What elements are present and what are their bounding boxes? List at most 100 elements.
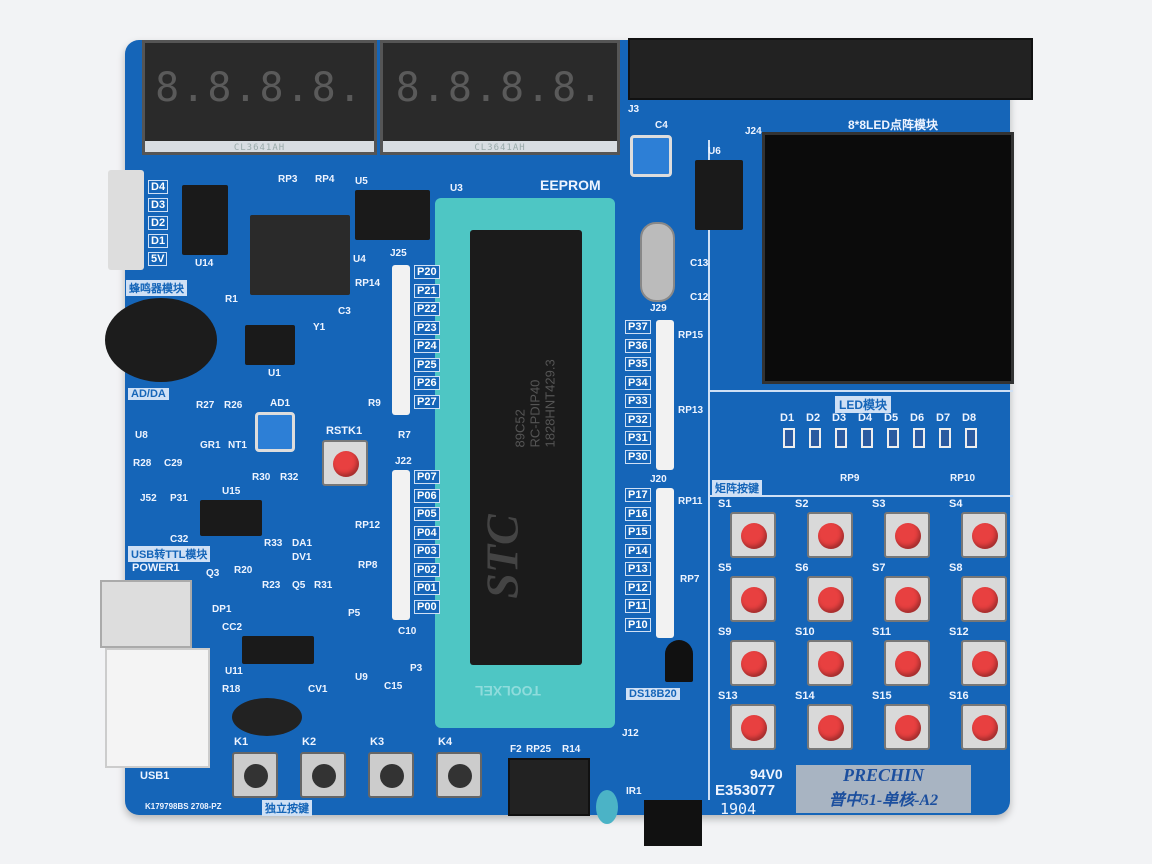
led-d3 [835, 428, 847, 448]
pin-label-p37: P37 [625, 320, 651, 334]
pin-label-p12: P12 [625, 580, 651, 595]
ref-label-cv1: CV1 [308, 684, 328, 695]
key-label: S4 [949, 498, 963, 510]
buzzer [105, 298, 217, 382]
led-label: D2 [806, 412, 821, 424]
divider [708, 495, 1013, 497]
key-s6[interactable] [807, 576, 853, 622]
ref-label-r28: R28 [133, 458, 152, 469]
ref-label-rp7: RP7 [680, 574, 700, 585]
pin-label-p00: P00 [414, 599, 440, 614]
key-s7[interactable] [884, 576, 930, 622]
pin-label-p15: P15 [625, 525, 651, 539]
ref-label-u8: U8 [135, 430, 148, 441]
key-s15[interactable] [884, 704, 930, 750]
key-s5[interactable] [730, 576, 776, 622]
key-s1[interactable] [730, 512, 776, 558]
led-module-label: LED模块 [835, 396, 892, 413]
ref-label-rp25: RP25 [526, 744, 552, 755]
key-s12[interactable] [961, 640, 1007, 686]
bottom-pin-header [508, 758, 590, 816]
led-d8 [965, 428, 977, 448]
pin-label-p31: P31 [625, 431, 651, 445]
ref-label-y1: Y1 [313, 322, 326, 333]
ref-label-rp8: RP8 [358, 560, 378, 571]
pin-header-j22 [392, 470, 410, 620]
pin-label-d2: D2 [148, 216, 169, 230]
potentiometer[interactable] [630, 135, 672, 177]
pin-label-p14: P14 [625, 543, 651, 558]
key-label: S3 [872, 498, 886, 510]
date-code: 1904 [720, 800, 757, 818]
ref-label-u14: U14 [195, 258, 214, 269]
pin-label-p17: P17 [625, 488, 651, 502]
button-k3[interactable] [368, 752, 414, 798]
ref-label-r23: R23 [262, 580, 281, 591]
chip-u6 [695, 160, 743, 230]
key-s14[interactable] [807, 704, 853, 750]
led-d2 [809, 428, 821, 448]
ref-label-q5: Q5 [292, 580, 306, 591]
pin-label-p22: P22 [414, 302, 440, 316]
buzzer-label: 蜂鸣器模块 [126, 280, 187, 296]
button-label: K4 [438, 736, 453, 748]
pin-label-p33: P33 [625, 394, 651, 408]
ref-label-rp9: RP9 [840, 473, 860, 484]
power-label: POWER1 [132, 562, 180, 574]
cert-number: E353077 [715, 782, 776, 799]
key-s10[interactable] [807, 640, 853, 686]
key-s8[interactable] [961, 576, 1007, 622]
key-s9[interactable] [730, 640, 776, 686]
ref-label-u6: U6 [708, 146, 721, 157]
chip-u15 [200, 500, 262, 536]
key-s2[interactable] [807, 512, 853, 558]
left-pin-header [108, 170, 144, 270]
pin-label-p30: P30 [625, 449, 651, 464]
ref-label-r32: R32 [280, 472, 299, 483]
button-label: K2 [302, 736, 317, 748]
ref-label-r7: R7 [398, 430, 411, 441]
button-k1[interactable] [232, 752, 278, 798]
brand-en: PRECHIN [842, 765, 925, 785]
key-label: S8 [949, 562, 963, 574]
ref-label-u3: U3 [450, 183, 463, 194]
ref-label-u9: U9 [355, 672, 368, 683]
ref-label-rp11: RP11 [678, 496, 703, 507]
chip-u1 [245, 325, 295, 365]
ref-label-ir1: IR1 [626, 786, 642, 797]
pin-header-j25 [392, 265, 410, 415]
reset-button[interactable] [322, 440, 368, 486]
ref-label-dp1: DP1 [212, 604, 232, 615]
usb-label: USB1 [140, 770, 170, 782]
key-s3[interactable] [884, 512, 930, 558]
button-k2[interactable] [300, 752, 346, 798]
led-d5 [887, 428, 899, 448]
ref-label-j22: J22 [395, 456, 412, 467]
key-label: S9 [718, 626, 732, 638]
ref-label-u1: U1 [268, 368, 281, 379]
pin-label-p13: P13 [625, 562, 651, 576]
key-s16[interactable] [961, 704, 1007, 750]
ref-label-ad1: AD1 [270, 398, 291, 409]
button-k4[interactable] [436, 752, 482, 798]
keypad-label: 矩阵按键 [712, 480, 762, 496]
ref-label-cc2: CC2 [222, 622, 243, 633]
ref-label-p5: P5 [348, 608, 361, 619]
led-label: D8 [962, 412, 977, 424]
divider [708, 390, 1013, 392]
key-label: S2 [795, 498, 809, 510]
ref-label-r9: R9 [368, 398, 381, 409]
potentiometer-ad[interactable] [255, 412, 295, 452]
led-label: D6 [910, 412, 925, 424]
led-label: D7 [936, 412, 951, 424]
ir-led [596, 790, 618, 824]
usb-connector [105, 648, 210, 768]
key-s13[interactable] [730, 704, 776, 750]
key-s4[interactable] [961, 512, 1007, 558]
key-label: S14 [795, 690, 815, 702]
power-switch[interactable] [100, 580, 192, 648]
pin-label-p26: P26 [414, 376, 440, 390]
key-label: S5 [718, 562, 732, 574]
ref-label-j29: J29 [650, 303, 667, 314]
key-s11[interactable] [884, 640, 930, 686]
